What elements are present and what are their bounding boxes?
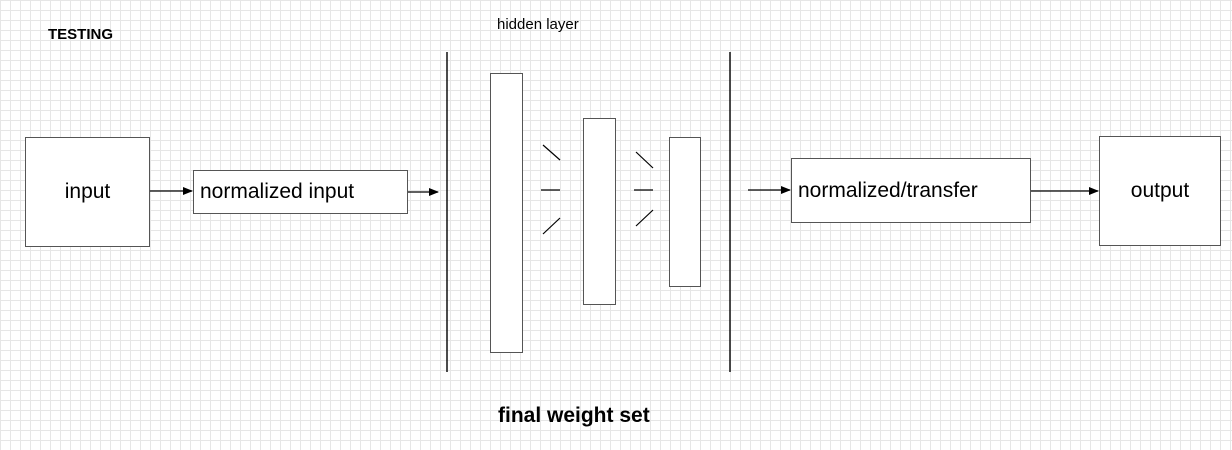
connection-l1-l2-upper (542, 144, 561, 161)
hidden-layer-bar-3 (669, 137, 701, 287)
hidden-layer-label: hidden layer (497, 16, 579, 33)
mode-label: TESTING (48, 26, 114, 43)
input-node: input (25, 137, 150, 247)
connection-l2-l3-lower (635, 209, 654, 227)
normalized-input-node: normalized input (193, 170, 408, 214)
connection-l2-l3-upper (635, 151, 654, 169)
input-node-label: input (64, 180, 111, 203)
normalized-transfer-node-label: normalized/transfer (798, 178, 978, 202)
output-node-label: output (1130, 179, 1190, 202)
hidden-layer-bar-1 (490, 73, 523, 353)
output-node: output (1099, 136, 1221, 246)
normalized-transfer-node: normalized/transfer (791, 158, 1031, 223)
connection-l1-l2-lower (542, 217, 561, 235)
hidden-layer-bar-2 (583, 118, 616, 305)
normalized-input-node-label: normalized input (200, 180, 355, 203)
footer-label: final weight set (498, 404, 650, 427)
